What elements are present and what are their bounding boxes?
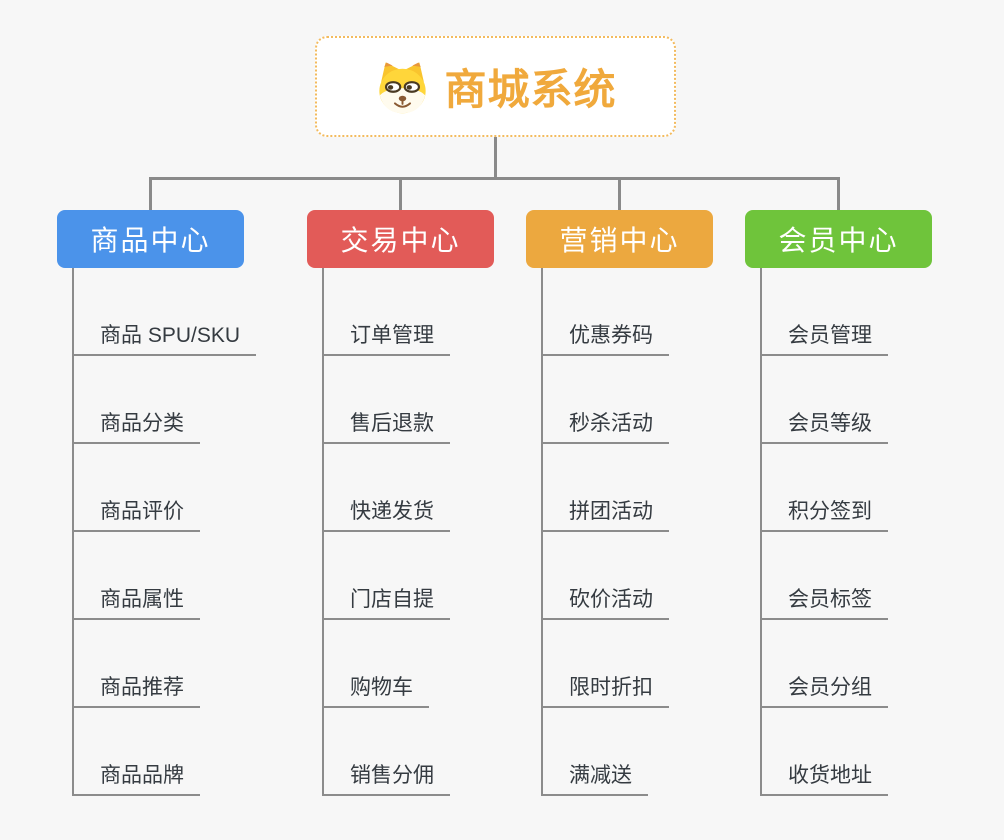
subtopic[interactable]: 购物车 xyxy=(324,620,429,708)
subtopic[interactable]: 会员分组 xyxy=(762,620,888,708)
subtopic[interactable]: 商品品牌 xyxy=(74,708,200,796)
subtopic[interactable]: 商品属性 xyxy=(74,532,200,620)
subtopic[interactable]: 商品推荐 xyxy=(74,620,200,708)
subtopic[interactable]: 快递发货 xyxy=(324,444,450,532)
subtopic[interactable]: 售后退款 xyxy=(324,356,450,444)
connector-drop xyxy=(837,178,840,211)
subtopic[interactable]: 会员管理 xyxy=(762,268,888,356)
connector-root-stem xyxy=(494,135,497,179)
subtopic[interactable]: 会员标签 xyxy=(762,532,888,620)
subtopic[interactable]: 销售分佣 xyxy=(324,708,450,796)
subtopic[interactable]: 会员等级 xyxy=(762,356,888,444)
dog-face-icon xyxy=(379,62,427,114)
branch-topic[interactable]: 会员中心 xyxy=(745,210,932,268)
subtopic[interactable]: 订单管理 xyxy=(324,268,450,356)
subtopic[interactable]: 门店自提 xyxy=(324,532,450,620)
subtopic[interactable]: 满减送 xyxy=(543,708,648,796)
connector-drop xyxy=(399,178,402,211)
subtopic[interactable]: 限时折扣 xyxy=(543,620,669,708)
subtopic[interactable]: 商品 SPU/SKU xyxy=(74,268,257,356)
subtopic[interactable]: 商品评价 xyxy=(74,444,200,532)
branch-children: 商品 SPU/SKU 商品分类 商品评价 商品属性 商品推荐 商品品牌 xyxy=(72,268,257,796)
branch-children: 优惠券码 秒杀活动 拼团活动 砍价活动 限时折扣 满减送 xyxy=(541,268,713,796)
connector-drop xyxy=(618,178,621,211)
branch: 交易中心 订单管理 售后退款 快递发货 门店自提 购物车 销售分佣 xyxy=(307,210,494,796)
root-topic[interactable]: 商城系统 xyxy=(315,36,676,137)
branch-children: 会员管理 会员等级 积分签到 会员标签 会员分组 收货地址 xyxy=(760,268,932,796)
connector-drop xyxy=(149,178,152,211)
subtopic[interactable]: 商品分类 xyxy=(74,356,200,444)
branch-children: 订单管理 售后退款 快递发货 门店自提 购物车 销售分佣 xyxy=(322,268,494,796)
subtopic[interactable]: 拼团活动 xyxy=(543,444,669,532)
root-topic-title: 商城系统 xyxy=(444,66,617,113)
subtopic[interactable]: 收货地址 xyxy=(762,708,888,796)
subtopic[interactable]: 优惠券码 xyxy=(543,268,669,356)
branch-topic[interactable]: 营销中心 xyxy=(526,210,713,268)
branch: 商品中心 商品 SPU/SKU 商品分类 商品评价 商品属性 商品推荐 商品品牌 xyxy=(57,210,257,796)
branch-topic[interactable]: 商品中心 xyxy=(57,210,244,268)
branch: 会员中心 会员管理 会员等级 积分签到 会员标签 会员分组 收货地址 xyxy=(745,210,932,796)
subtopic[interactable]: 砍价活动 xyxy=(543,532,669,620)
subtopic[interactable]: 秒杀活动 xyxy=(543,356,669,444)
branch-topic[interactable]: 交易中心 xyxy=(307,210,494,268)
branch: 营销中心 优惠券码 秒杀活动 拼团活动 砍价活动 限时折扣 满减送 xyxy=(526,210,713,796)
connector-horizontal xyxy=(149,177,840,180)
subtopic[interactable]: 积分签到 xyxy=(762,444,888,532)
